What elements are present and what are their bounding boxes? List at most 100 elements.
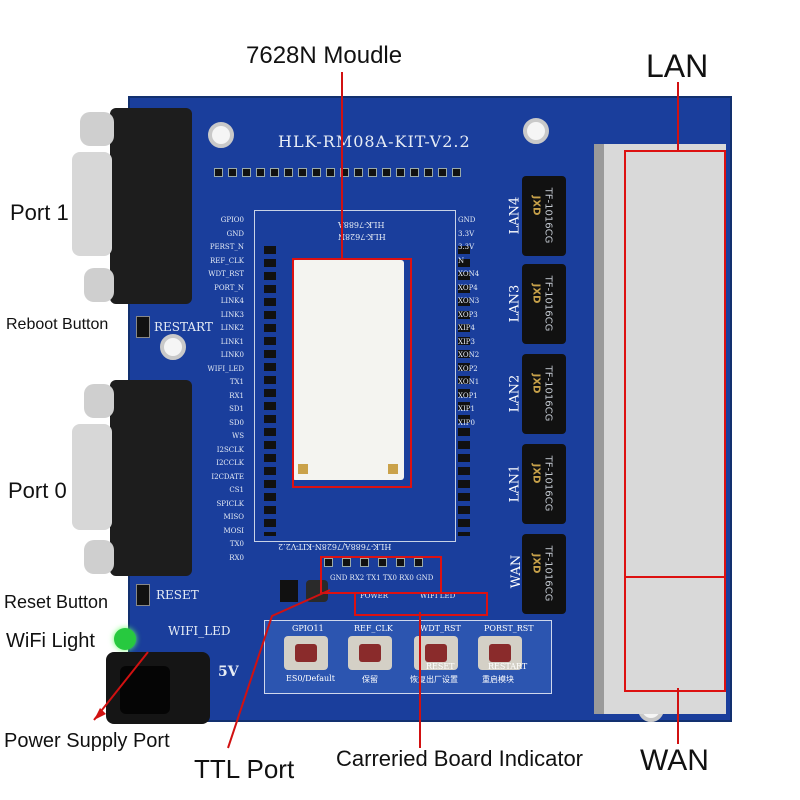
pin-label: TX0 <box>229 540 244 548</box>
transformer-brand: JXD <box>530 195 542 216</box>
pin-label: WDT_RST <box>208 270 244 278</box>
button-sub-label: RESET <box>426 662 455 671</box>
button-sub-label: RESTART <box>488 662 528 671</box>
reset-switch[interactable] <box>136 584 150 606</box>
module-label-2: HLK-7628N <box>338 232 386 241</box>
serial-port-1-screw-bottom <box>84 268 114 302</box>
mount-hole <box>523 118 549 144</box>
wan-highlight-box <box>624 576 726 692</box>
mount-hole <box>160 334 186 360</box>
right-pin-labels: GND 3.3V 3.3V N XON4 XOP4 XON3 XOP3 XIP4… <box>458 214 498 430</box>
board-title: HLK-RM08A-KIT-V2.2 <box>278 132 471 151</box>
tact-button-porst-rst[interactable] <box>478 636 522 670</box>
pin-label: SPICLK <box>216 499 244 508</box>
antenna-pad <box>388 464 398 474</box>
reset-button-callout: Reset Button <box>4 592 109 612</box>
ttl-header <box>324 558 434 570</box>
reboot-switch[interactable] <box>136 316 150 338</box>
pin-label: PORT_N <box>214 283 244 292</box>
power-jack <box>106 652 210 724</box>
left-pin-labels: GPIO0 GND PERST_N REF_CLK WDT_RST PORT_N… <box>206 214 244 565</box>
ttl-highlight-box <box>320 556 442 594</box>
tact-button-wdt-rst[interactable] <box>414 636 458 670</box>
pin-label: GND <box>458 216 476 224</box>
ttl-port-callout: TTL Port <box>194 754 295 784</box>
pin-label: LINK1 <box>220 337 244 346</box>
pin-label: SD1 <box>229 405 244 413</box>
tact-button-ref-clk[interactable] <box>348 636 392 670</box>
module-callout: 7628N Moudle <box>246 42 403 69</box>
button-bottom-label: 恢复出厂设置 <box>410 675 458 684</box>
button-bottom-label: 重启模块 <box>482 675 514 684</box>
pin-label: LINK4 <box>220 297 244 305</box>
pin-label: I2CDATE <box>211 472 244 481</box>
wifi-led-silk: WIFI_LED <box>168 624 231 638</box>
pin-label: REF_CLK <box>210 256 244 265</box>
pin-label: XON2 <box>458 351 480 359</box>
tact-button-gpio11[interactable] <box>284 636 328 670</box>
pin-label: RX0 <box>229 553 244 562</box>
pin-label: XOP3 <box>458 310 478 319</box>
pin-label: GND <box>226 229 244 238</box>
kit-label: HLK-7688A/7628N-KIT-V2.2 <box>278 542 392 551</box>
button-top-label: WDT_RST <box>420 624 461 633</box>
restart-silk: RESTART <box>154 320 213 334</box>
carrier-indicator-callout: Carreried Board Indicator <box>336 746 584 771</box>
button-top-label: REF_CLK <box>354 624 393 633</box>
ttl-pin-labels: GND RX2 TX1 TX0 RX0 GND <box>330 574 434 582</box>
mount-hole <box>208 122 234 148</box>
wifi-light-callout: WiFi Light <box>6 630 95 652</box>
pin-label: XIP1 <box>458 405 475 413</box>
power-supply-port-callout: Power Supply Port <box>4 730 170 752</box>
reset-silk: RESET <box>156 588 199 602</box>
pin-label: LINK2 <box>220 324 244 332</box>
serial-port-1-shell <box>72 152 112 256</box>
transformer-lan3: JXD TF-1016CG <box>522 264 566 344</box>
pin-label: GPIO0 <box>220 216 244 224</box>
pin-label: TX1 <box>229 378 244 386</box>
pin-label: MISO <box>223 513 244 521</box>
reboot-button-callout: Reboot Button <box>6 316 109 333</box>
serial-port-0-shell <box>72 424 112 530</box>
serial-port-0-screw-bottom <box>84 540 114 574</box>
module-label: HLK-7688A <box>338 220 385 229</box>
pin-label: SD0 <box>229 418 244 427</box>
wan-callout: WAN <box>640 744 709 777</box>
lan1-label: LAN1 <box>507 464 523 503</box>
pin-label: 3.3V <box>458 243 475 251</box>
pin-label: CS1 <box>229 486 244 494</box>
lan4-label: LAN4 <box>507 196 523 235</box>
pin-label: I2SCLK <box>216 445 244 454</box>
pin-label: WIFI_LED <box>207 364 244 373</box>
transformer-lan4: JXD TF-1016CG <box>522 176 566 256</box>
transformer-model: TF-1016CG <box>542 365 554 422</box>
button-top-label: PORST_RST <box>484 624 534 633</box>
module-highlight-box <box>292 258 412 488</box>
lan-callout: LAN <box>646 48 709 84</box>
lan-highlight-box <box>624 150 726 578</box>
transformer-model: TF-1016CG <box>542 275 554 332</box>
component-chip <box>280 580 298 602</box>
transformer-lan2: JXD TF-1016CG <box>522 354 566 434</box>
pin-label: RX1 <box>229 391 244 400</box>
pin-label: XIP0 <box>458 418 475 427</box>
port1-callout: Port 1 <box>10 200 69 225</box>
lan3-label: LAN3 <box>507 284 523 323</box>
pin-label: LINK0 <box>220 351 244 359</box>
pin-label: XON4 <box>458 270 480 278</box>
pin-label: 3.3V <box>458 229 475 238</box>
voltage-silk: 5V <box>218 664 239 680</box>
module-body <box>292 260 404 480</box>
pin-label: MOSI <box>223 526 244 535</box>
port0-callout: Port 0 <box>8 478 67 503</box>
indicator-highlight-box <box>354 592 488 616</box>
pin-label: WS <box>232 432 244 440</box>
pin-label: XOP4 <box>458 283 478 292</box>
transformer-lan1: JXD TF-1016CG <box>522 444 566 524</box>
pin-label: N <box>458 256 465 265</box>
transformer-wan: JXD TF-1016CG <box>522 534 566 614</box>
serial-port-1-screw-top <box>80 112 114 146</box>
serial-port-0 <box>110 380 192 576</box>
transformer-model: TF-1016CG <box>542 545 554 602</box>
pin-label: XON3 <box>458 297 480 305</box>
